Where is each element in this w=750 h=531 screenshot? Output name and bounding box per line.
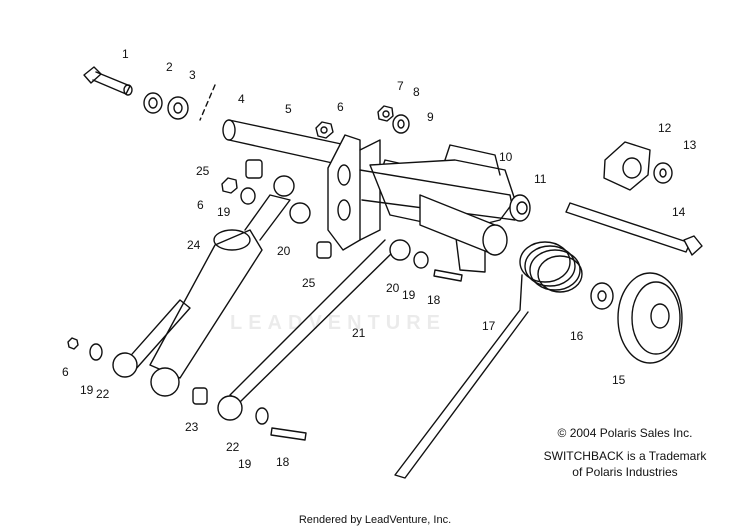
part-washer-13 — [653, 162, 673, 184]
part-lower-arm — [112, 299, 243, 421]
callout: 12 — [658, 121, 672, 135]
callout: 25 — [196, 164, 210, 178]
callout: 24 — [187, 238, 201, 252]
callout: 7 — [397, 79, 404, 93]
callout: 19 — [402, 288, 416, 302]
part-washer-3 — [167, 96, 189, 120]
part-bushing-25a — [245, 159, 263, 179]
callout: 6 — [337, 100, 344, 114]
callout: 8 — [413, 85, 420, 99]
callout: 22 — [96, 387, 110, 401]
part-washer-2 — [143, 92, 163, 114]
callout: 4 — [238, 92, 245, 106]
callout: 25 — [302, 276, 316, 290]
callout: 18 — [276, 455, 290, 469]
callout: 23 — [185, 420, 199, 434]
part-bolt-18b — [270, 427, 307, 441]
callout: 18 — [427, 293, 441, 307]
callout: 17 — [482, 319, 496, 333]
part-frame-plate — [327, 134, 381, 251]
part-spring-17 — [394, 241, 583, 479]
callout: 19 — [238, 457, 252, 471]
callout: 21 — [352, 326, 366, 340]
callout: 10 — [499, 150, 513, 164]
callout: 20 — [277, 244, 291, 258]
callout: 9 — [427, 110, 434, 124]
callout: 6 — [197, 198, 204, 212]
copyright-text: © 2004 Polaris Sales Inc. — [557, 426, 693, 440]
part-washer-19b — [413, 251, 429, 269]
callout: 20 — [386, 281, 400, 295]
part-nut-7 — [377, 105, 394, 122]
callout: 16 — [570, 329, 584, 343]
callout: 15 — [612, 373, 626, 387]
callout: 11 — [534, 172, 547, 186]
part-shock-24 — [149, 175, 311, 379]
part-nut-6b — [221, 177, 238, 194]
part-nut-6c — [67, 337, 79, 350]
callout: 1 — [122, 47, 129, 61]
part-bolt-18a — [433, 269, 463, 282]
part-axle-14 — [565, 202, 703, 256]
part-washer-8 — [392, 114, 410, 134]
part-nut-6 — [315, 121, 334, 139]
part-bushing-25b — [316, 241, 332, 259]
callout: 19 — [217, 205, 231, 219]
part-shaft-5 — [222, 119, 361, 169]
trademark-line-2: of Polaris Industries — [572, 465, 678, 479]
callout: 13 — [683, 138, 697, 152]
callout: 22 — [226, 440, 240, 454]
part-bracket-12 — [603, 141, 651, 191]
watermark: LEADVENTURE — [230, 312, 447, 334]
callout: 19 — [80, 383, 94, 397]
part-wheel-15 — [617, 272, 683, 364]
callout: 5 — [285, 102, 292, 116]
footer-credit: Rendered by LeadVenture, Inc. — [298, 514, 452, 526]
callout-labels: 1 2 3 4 5 6 7 8 9 10 11 12 13 14 25 6 19… — [62, 47, 697, 471]
part-bolt-1 — [83, 66, 133, 96]
part-washer-19c — [89, 343, 103, 361]
part-washer-19a — [240, 187, 256, 205]
part-tube-lower — [419, 194, 508, 256]
trademark-line-1: SWITCHBACK is a Trademark — [543, 449, 707, 463]
callout: 3 — [189, 68, 196, 82]
part-washer-16 — [590, 282, 614, 310]
part-bushing-23 — [192, 387, 208, 405]
callout: 2 — [166, 60, 173, 74]
callout: 6 — [62, 365, 69, 379]
part-washer-19d — [255, 407, 269, 425]
callout: 14 — [672, 205, 686, 219]
